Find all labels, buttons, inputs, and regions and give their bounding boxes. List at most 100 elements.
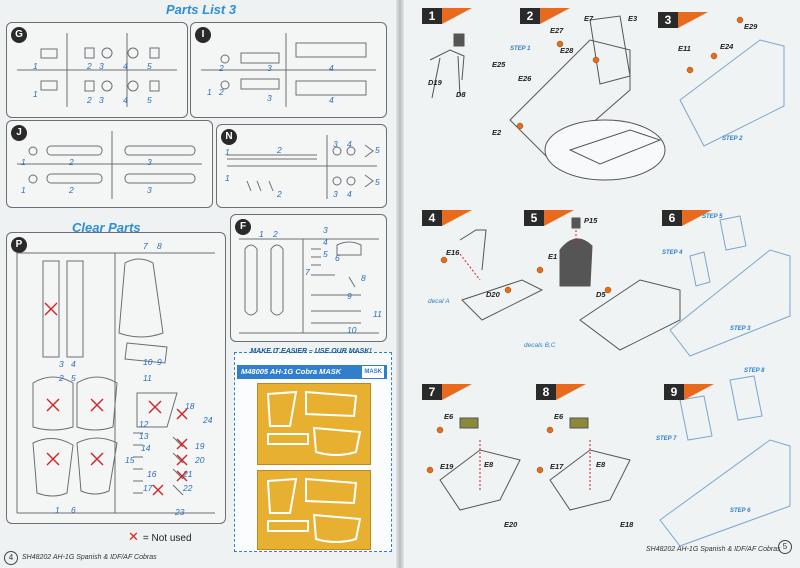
part-label: E8 — [596, 460, 606, 469]
sprue-i-drawing — [201, 33, 376, 107]
part-number: 4 — [329, 63, 334, 73]
part-label: E29 — [744, 22, 758, 31]
part-number: 2 — [69, 157, 74, 167]
part-number: 3 — [59, 359, 64, 369]
part-label: E19 — [440, 462, 454, 471]
part-number: 11 — [373, 309, 382, 319]
sprue-j-drawing — [17, 131, 202, 199]
part-number: 1 — [225, 147, 230, 157]
part-number: 3 — [267, 63, 272, 73]
sprue-letter: F — [235, 219, 251, 235]
part-number: 2 — [59, 373, 64, 383]
sprue-p-drawing — [16, 252, 215, 514]
part-label: E1 — [548, 252, 558, 261]
page-number-right: 5 — [778, 540, 792, 554]
part-number: 11 — [143, 373, 152, 383]
part-number: 2 — [87, 95, 92, 105]
step-ref-label: STEP 3 — [730, 326, 751, 332]
not-used-legend: ✕= Not used — [128, 529, 192, 545]
part-number: 6 — [335, 253, 340, 263]
part-number: 2 — [219, 87, 224, 97]
part-number: 1 — [55, 505, 60, 515]
part-label: E27 — [550, 26, 564, 35]
step-number: 3 — [658, 12, 678, 28]
step-flag — [684, 384, 714, 400]
step-9-badge: 9 — [664, 384, 722, 400]
sprue-f: F 1 2 3 4 5 6 7 8 9 10 11 — [230, 214, 387, 342]
part-number: 10 — [143, 357, 153, 367]
part-number: 5 — [323, 249, 328, 259]
sprue-n-drawing — [227, 135, 377, 199]
clear-parts-title: Clear Parts — [72, 220, 141, 235]
part-number: 1 — [259, 229, 264, 239]
step-ref-label: STEP 6 — [730, 508, 751, 514]
step-number: 8 — [536, 384, 556, 400]
part-number: 1 — [21, 157, 26, 167]
sprue-f-drawing — [239, 238, 379, 334]
part-label: E7 — [584, 14, 594, 23]
part-number: 4 — [323, 237, 328, 247]
step-5-badge: 5 — [524, 210, 582, 226]
part-number: 6 — [71, 505, 76, 515]
part-number: 15 — [125, 455, 135, 465]
part-number: 19 — [195, 441, 205, 451]
decal-label: decals B,C — [524, 342, 556, 349]
not-used-marks — [44, 302, 188, 496]
mask-outline — [266, 477, 362, 543]
sprue-g-drawing — [17, 33, 177, 107]
part-number: 9 — [347, 291, 352, 301]
mask-sheet-bottom — [257, 470, 371, 550]
step-number: 5 — [524, 210, 544, 226]
part-label: D19 — [428, 78, 442, 87]
mask-title-band: M48005 AH-1G Cobra MASK MASK — [237, 365, 387, 379]
part-number: 8 — [157, 241, 162, 251]
step-ref-label: STEP 8 — [744, 368, 765, 374]
part-number: 21 — [183, 469, 193, 479]
step-4-badge: 4 — [422, 210, 480, 226]
part-number: 1 — [21, 185, 26, 195]
mask-outline — [266, 390, 362, 456]
sprue-g: G 1 2 3 4 5 1 2 3 4 5 — [6, 22, 188, 118]
assembly-drawings — [426, 15, 791, 547]
part-label: D5 — [596, 290, 606, 299]
part-label: E17 — [550, 462, 564, 471]
part-number: 3 — [99, 61, 104, 71]
part-label: E20 — [504, 520, 518, 529]
part-number: 16 — [147, 469, 157, 479]
part-number: 17 — [143, 483, 153, 493]
step-ref-label: STEP 7 — [656, 436, 677, 442]
part-label: E2 — [492, 128, 502, 137]
part-number: 1 — [207, 87, 212, 97]
sprue-letter: P — [11, 237, 27, 253]
part-number: 24 — [203, 415, 213, 425]
step-number: 6 — [662, 210, 682, 226]
part-number: 1 — [33, 89, 38, 99]
step-flag — [442, 8, 472, 24]
step-flag — [540, 8, 570, 24]
part-label: E11 — [678, 44, 691, 53]
part-label: E8 — [484, 460, 494, 469]
sprue-j: J 1 2 3 1 2 3 — [6, 120, 213, 208]
step-1-badge: 1 — [422, 8, 480, 24]
part-label: E25 — [492, 60, 506, 69]
part-label: E6 — [554, 412, 564, 421]
sprue-letter: I — [195, 27, 211, 43]
step-flag — [678, 12, 708, 28]
mask-sheet-top — [257, 383, 371, 465]
part-number: 5 — [147, 61, 152, 71]
step-number: 2 — [520, 8, 540, 24]
part-number: 2 — [277, 189, 282, 199]
part-label: E3 — [628, 14, 638, 23]
step-7-badge: 7 — [422, 384, 480, 400]
part-label: E16 — [446, 248, 460, 257]
part-label: D20 — [486, 290, 500, 299]
page-gutter — [396, 0, 404, 568]
step-6-badge: 6 — [662, 210, 720, 226]
step-number: 7 — [422, 384, 442, 400]
right-page: 1 2 3 4 5 6 7 8 9 D19 D8 E7 E3 E27 E28 E… — [400, 0, 800, 568]
step-flag — [442, 210, 472, 226]
step-flag — [682, 210, 712, 226]
parts-list-title: Parts List 3 — [166, 2, 237, 17]
part-number: 20 — [195, 455, 205, 465]
part-number: 1 — [225, 173, 230, 183]
